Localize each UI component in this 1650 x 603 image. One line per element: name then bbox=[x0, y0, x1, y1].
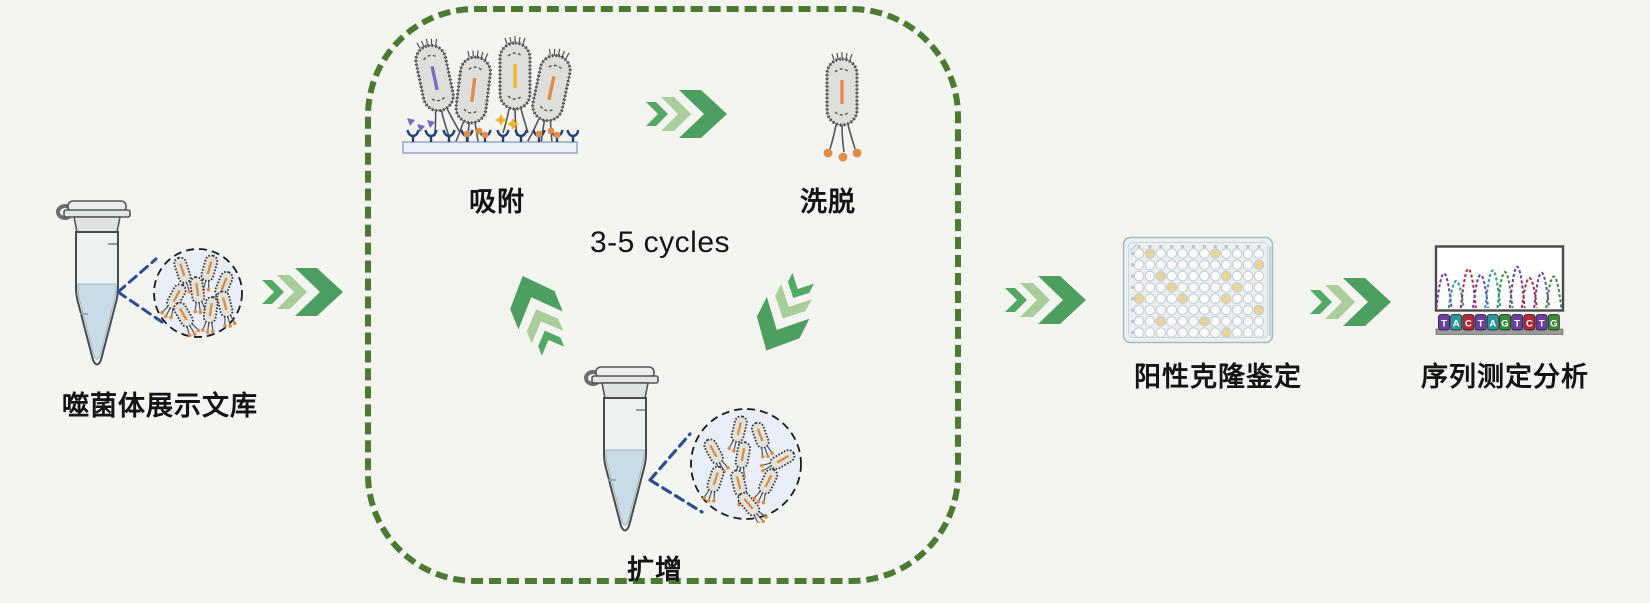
library-label: 噬菌体展示文库 bbox=[62, 391, 258, 421]
adsorption-label: 吸附 bbox=[469, 187, 525, 217]
svg-text:T: T bbox=[1514, 319, 1520, 330]
chromatogram-peaks bbox=[1435, 266, 1563, 309]
arrow-screening-to-sequencing bbox=[1310, 278, 1391, 326]
svg-text:A: A bbox=[1453, 319, 1460, 330]
library-zoom-connector-lines bbox=[116, 257, 164, 324]
96-well-plate bbox=[1122, 236, 1274, 344]
svg-text:G: G bbox=[1501, 319, 1508, 330]
svg-text:G: G bbox=[1550, 319, 1557, 330]
bound-orange-dots bbox=[463, 127, 561, 139]
arrow-library-to-panning bbox=[262, 268, 343, 316]
plate-index-marks bbox=[1131, 245, 1261, 335]
arrow-adsorption-to-elution bbox=[646, 90, 727, 138]
svg-text:A: A bbox=[1489, 319, 1496, 330]
amplification-zoom-circle bbox=[690, 408, 802, 523]
amplification-zoom-connector-lines bbox=[648, 432, 704, 514]
eluted-orange-dots bbox=[823, 148, 862, 162]
adsorption-illustration bbox=[402, 36, 579, 154]
svg-text:T: T bbox=[1478, 319, 1484, 330]
svg-text:C: C bbox=[1526, 319, 1533, 330]
svg-text:C: C bbox=[1465, 319, 1472, 330]
svg-text:T: T bbox=[1539, 319, 1545, 330]
arrow-panning-to-screening bbox=[1005, 276, 1086, 324]
cycles-text: 3-5 cycles bbox=[589, 226, 731, 259]
cycle-box-border bbox=[365, 6, 961, 584]
purple-ligands bbox=[407, 118, 435, 132]
sequencing-label: 序列测定分析 bbox=[1421, 362, 1589, 392]
library-zoom-circle bbox=[153, 248, 243, 340]
elution-label: 洗脱 bbox=[800, 187, 856, 217]
yellow-ligands bbox=[495, 114, 519, 130]
elution-illustration bbox=[823, 52, 862, 162]
svg-text:T: T bbox=[1441, 319, 1447, 330]
amplification-label: 扩增 bbox=[627, 555, 683, 585]
positive-clones-label: 阳性克隆鉴定 bbox=[1134, 362, 1302, 392]
plate-wells bbox=[1133, 248, 1265, 338]
